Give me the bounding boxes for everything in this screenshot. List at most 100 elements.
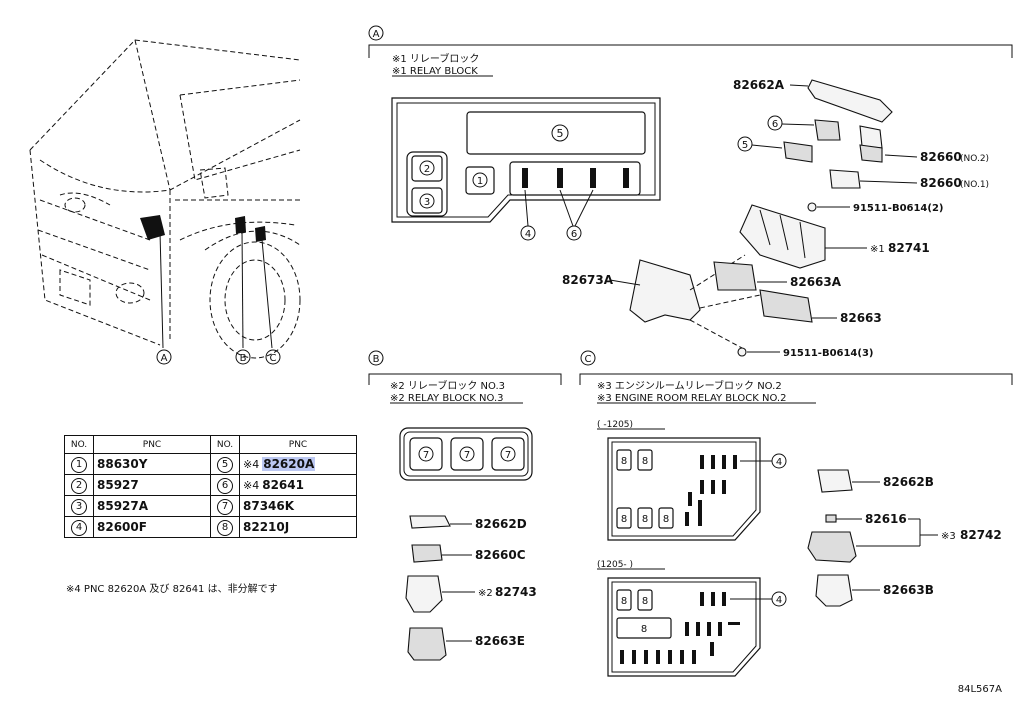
part-82741: ※1 82741 xyxy=(739,204,930,269)
svg-text:82662B: 82662B xyxy=(883,475,934,489)
part-82663A: 82663A xyxy=(713,261,842,291)
pnc-value: 85927 xyxy=(93,474,211,496)
svg-text:7: 7 xyxy=(423,450,429,461)
svg-text:6: 6 xyxy=(571,229,577,240)
part-91511-upper: 91511-B0614(2) xyxy=(807,202,944,214)
non-disassembly-note: ※4 PNC 82620A 及び 82641 は、非分解です xyxy=(66,584,278,595)
vehicle-callout-a: A xyxy=(156,349,172,365)
svg-text:※2 リレーブロック NO.3: ※2 リレーブロック NO.3 xyxy=(390,379,505,392)
part-callout-6: 6 xyxy=(767,115,883,149)
table-header-row: NO. PNC NO. PNC xyxy=(64,435,357,454)
svg-text:※2 RELAY BLOCK NO.3: ※2 RELAY BLOCK NO.3 xyxy=(390,393,504,404)
part-callout-5: 5 xyxy=(737,136,813,163)
pnc-value: 85927A xyxy=(93,495,211,517)
table-row: 4 82600F 8 82210J xyxy=(64,516,357,538)
row-number: 6 xyxy=(217,477,233,494)
svg-text:B: B xyxy=(240,353,247,364)
relay-block-b: 7 7 7 xyxy=(399,427,533,481)
section-c-header: C ※3 エンジンルームリレーブロック NO.2 ※3 ENGINE ROOM … xyxy=(579,350,1013,404)
svg-text:C: C xyxy=(270,353,277,364)
svg-text:3: 3 xyxy=(424,197,430,208)
row-number: 7 xyxy=(217,498,233,515)
part-82660-no2: 82660 (NO.2) xyxy=(859,144,989,164)
relay-block-a: 5 2 3 1 4 6 xyxy=(391,97,661,241)
part-82662D: 82662D xyxy=(409,515,527,531)
part-82660-no1: 82660 (NO.1) xyxy=(829,169,989,190)
svg-text:2: 2 xyxy=(424,164,430,175)
svg-text:※1 RELAY BLOCK: ※1 RELAY BLOCK xyxy=(392,66,478,77)
svg-text:8: 8 xyxy=(663,514,669,525)
row-number: 3 xyxy=(71,498,87,515)
svg-text:4: 4 xyxy=(525,229,531,240)
part-82616: 82616 xyxy=(825,512,907,526)
part-82673A: 82673A xyxy=(562,254,761,349)
row-number: 1 xyxy=(71,456,87,473)
col-header-pnc: PNC xyxy=(239,435,357,454)
svg-text:※3: ※3 xyxy=(941,531,956,542)
row-number: 5 xyxy=(217,456,233,473)
section-b-header: B ※2 リレーブロック NO.3 ※2 RELAY BLOCK NO.3 xyxy=(368,350,562,404)
svg-text:82662A: 82662A xyxy=(733,78,785,92)
pnc-value: 82600F xyxy=(93,516,211,538)
vehicle-callout-c: C xyxy=(265,349,281,365)
col-header-pnc: PNC xyxy=(93,435,211,454)
svg-text:※1 リレーブロック: ※1 リレーブロック xyxy=(392,52,479,65)
vehicle-drawing xyxy=(29,39,301,359)
svg-text:82663E: 82663E xyxy=(475,634,525,648)
svg-text:82660: 82660 xyxy=(920,176,962,190)
col-header-no: NO. xyxy=(64,435,94,454)
svg-text:※1: ※1 xyxy=(870,244,885,255)
svg-text:82663B: 82663B xyxy=(883,583,934,597)
svg-text:7: 7 xyxy=(464,450,470,461)
svg-text:82663A: 82663A xyxy=(790,275,842,289)
svg-text:A: A xyxy=(161,353,168,364)
pnc-value-highlighted[interactable]: 82620A xyxy=(262,457,316,471)
svg-text:82742: 82742 xyxy=(960,528,1002,542)
svg-text:8: 8 xyxy=(621,514,627,525)
svg-text:6: 6 xyxy=(772,119,778,130)
pnc-value: 82641 xyxy=(262,478,304,492)
svg-text:※3 エンジンルームリレーブロック NO.2: ※3 エンジンルームリレーブロック NO.2 xyxy=(597,379,782,392)
part-82660C: 82660C xyxy=(411,544,526,563)
part-82662A: 82662A xyxy=(733,78,893,123)
part-82663B: 82663B xyxy=(815,574,934,607)
svg-text:82660C: 82660C xyxy=(475,548,526,562)
part-91511-lower: 91511-B0614(3) xyxy=(737,347,874,359)
svg-text:82616: 82616 xyxy=(865,512,907,526)
relay-block-c2: 8 8 8 4 xyxy=(607,577,787,677)
svg-text:4: 4 xyxy=(776,457,782,468)
svg-text:8: 8 xyxy=(642,456,648,467)
relay-block-c1: 8 8 8 8 8 4 xyxy=(607,437,787,541)
svg-text:8: 8 xyxy=(621,596,627,607)
svg-text:91511-B0614(2): 91511-B0614(2) xyxy=(853,203,944,214)
svg-text:A: A xyxy=(373,29,380,40)
svg-text:1: 1 xyxy=(477,176,483,187)
svg-text:4: 4 xyxy=(776,595,782,606)
svg-text:82663: 82663 xyxy=(840,311,882,325)
svg-text:※3 ENGINE ROOM RELAY BLOCK NO.: ※3 ENGINE ROOM RELAY BLOCK NO.2 xyxy=(597,393,786,404)
row-number: 2 xyxy=(71,477,87,494)
pnc-value: 87346K xyxy=(239,495,357,517)
svg-text:C: C xyxy=(585,354,592,365)
row-number: 8 xyxy=(217,519,233,536)
part-82743: ※2 82743 xyxy=(405,575,537,613)
table-row: 3 85927A 7 87346K xyxy=(64,495,357,517)
svg-text:82662D: 82662D xyxy=(475,517,527,531)
part-82662B: 82662B xyxy=(817,469,934,493)
svg-text:B: B xyxy=(373,354,380,365)
part-82663E: 82663E xyxy=(407,627,525,661)
svg-text:82741: 82741 xyxy=(888,241,930,255)
section-a-header: A ※1 リレーブロック ※1 RELAY BLOCK xyxy=(368,25,1013,77)
svg-text:8: 8 xyxy=(642,596,648,607)
svg-text:※2: ※2 xyxy=(478,588,493,599)
svg-text:8: 8 xyxy=(642,514,648,525)
pnc-value: 82210J xyxy=(239,516,357,538)
pnc-value: 88630Y xyxy=(93,453,211,475)
svg-text:8: 8 xyxy=(641,624,647,635)
